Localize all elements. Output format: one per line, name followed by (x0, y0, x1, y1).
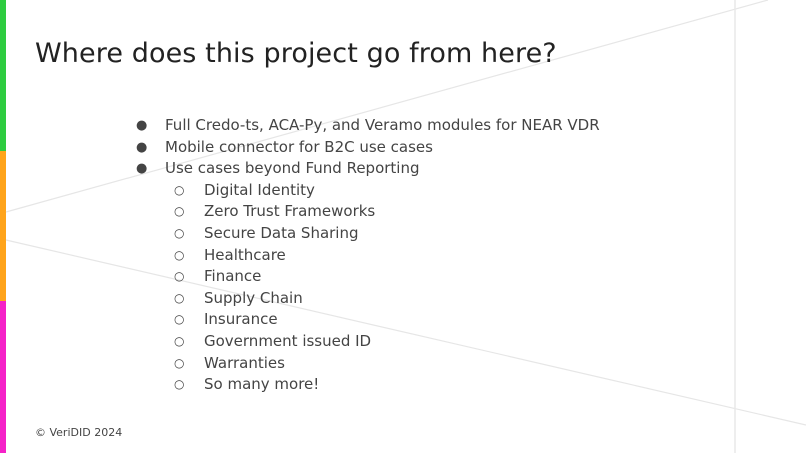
bullet-circle-icon: ○ (174, 247, 185, 262)
copyright-footer: © VeriDID 2024 (35, 426, 123, 439)
bullet-circle-icon: ○ (174, 377, 185, 392)
bullet-circle-icon: ○ (174, 333, 185, 348)
sub-bullet-text: So many more! (204, 375, 320, 394)
sub-bullet-text: Warranties (204, 353, 285, 372)
bullet-circle-icon: ○ (174, 355, 185, 370)
sub-bullet-text: Government issued ID (204, 331, 372, 350)
sub-bullet-text: Supply Chain (204, 288, 303, 307)
accent-bar-magenta (0, 301, 6, 453)
bullet-text: Full Credo-ts, ACA-Py, and Veramo module… (165, 116, 600, 134)
sub-bullet-text: Zero Trust Frameworks (204, 202, 376, 221)
bullet-circle-icon: ○ (174, 312, 185, 327)
sub-bullet-text: Insurance (204, 310, 278, 329)
bullet-circle-icon: ○ (174, 204, 185, 219)
bullet-circle-icon: ○ (174, 290, 185, 305)
sub-bullet-text: Finance (204, 267, 262, 286)
sub-bullet-text: Secure Data Sharing (204, 223, 359, 242)
accent-bar-orange (0, 151, 6, 301)
sub-bullet-text: Healthcare (204, 245, 286, 264)
bullet-dot-icon: ● (136, 139, 148, 155)
bullet-text: Use cases beyond Fund Reporting (165, 159, 420, 178)
bullet-circle-icon: ○ (174, 225, 185, 240)
sub-bullet-text: Digital Identity (204, 180, 315, 199)
bullet-dot-icon: ● (136, 118, 148, 133)
bullet-circle-icon: ○ (174, 182, 185, 197)
bullet-circle-icon: ○ (174, 269, 185, 284)
slide-title: Where does this project go from here? (35, 38, 557, 69)
bullet-text: Mobile connector for B2C use cases (165, 137, 433, 156)
bullet-dot-icon: ● (136, 161, 148, 177)
accent-bar-green (0, 0, 6, 151)
